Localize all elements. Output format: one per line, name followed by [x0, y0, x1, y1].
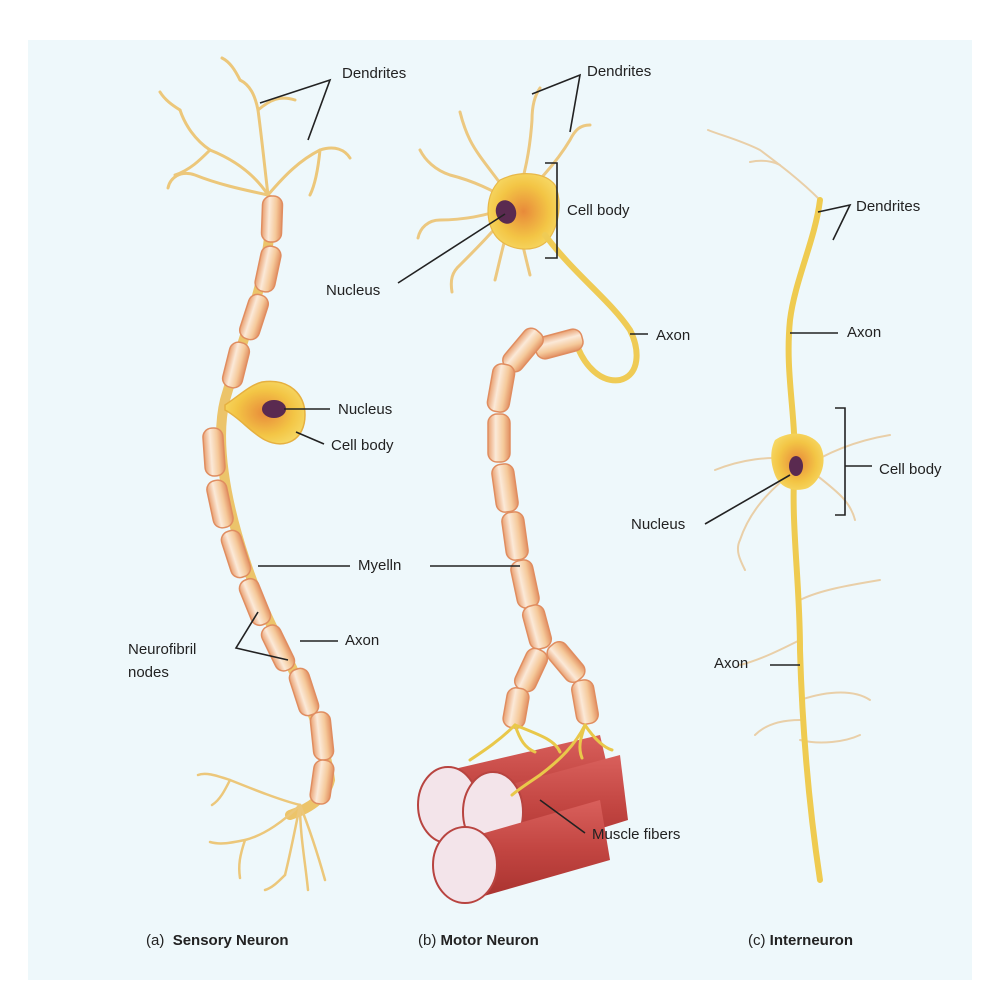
caption-prefix: (b)	[418, 932, 437, 949]
caption-prefix: (a)	[146, 932, 165, 949]
caption-title: Interneuron	[769, 932, 854, 949]
interneuron-drawing	[707, 129, 891, 883]
caption-title: Sensory Neuron	[172, 932, 289, 949]
muscle-fibers-drawing	[417, 735, 628, 904]
label-a-dendrites: Dendrites	[342, 65, 407, 82]
label-b-cell-body: Cell body	[567, 202, 630, 219]
caption-interneuron: (c) Interneuron	[748, 932, 853, 949]
caption-sensory-neuron: (a) Sensory Neuron	[146, 932, 289, 949]
label-c-cell-body: Cell body	[879, 461, 942, 478]
label-myelin: Myelln	[358, 557, 402, 574]
label-b-dendrites: Dendrites	[587, 63, 652, 80]
motor-neuron-drawing	[416, 86, 640, 904]
label-c-axon-upper: Axon	[847, 324, 882, 341]
label-a-axon: Axon	[345, 632, 380, 649]
leader-lines	[234, 73, 872, 834]
label-b-nucleus: Nucleus	[326, 282, 381, 299]
label-a-cell-body: Cell body	[331, 437, 394, 454]
label-c-nucleus: Nucleus	[631, 516, 686, 533]
label-muscle-fibers: Muscle fibers	[592, 826, 681, 843]
caption-prefix: (c)	[748, 932, 766, 949]
sensory-neuron-drawing	[158, 56, 352, 892]
label-b-axon: Axon	[656, 327, 691, 344]
caption-motor-neuron: (b) Motor Neuron	[418, 932, 539, 949]
label-neurofibril-nodes-line1: Neurofibril	[128, 641, 197, 658]
caption-title: Motor Neuron	[440, 932, 539, 949]
label-c-dendrites: Dendrites	[856, 198, 921, 215]
label-a-nucleus: Nucleus	[338, 401, 393, 418]
label-c-axon-lower: Axon	[714, 655, 749, 672]
label-neurofibril-nodes-line2: nodes	[128, 664, 169, 681]
